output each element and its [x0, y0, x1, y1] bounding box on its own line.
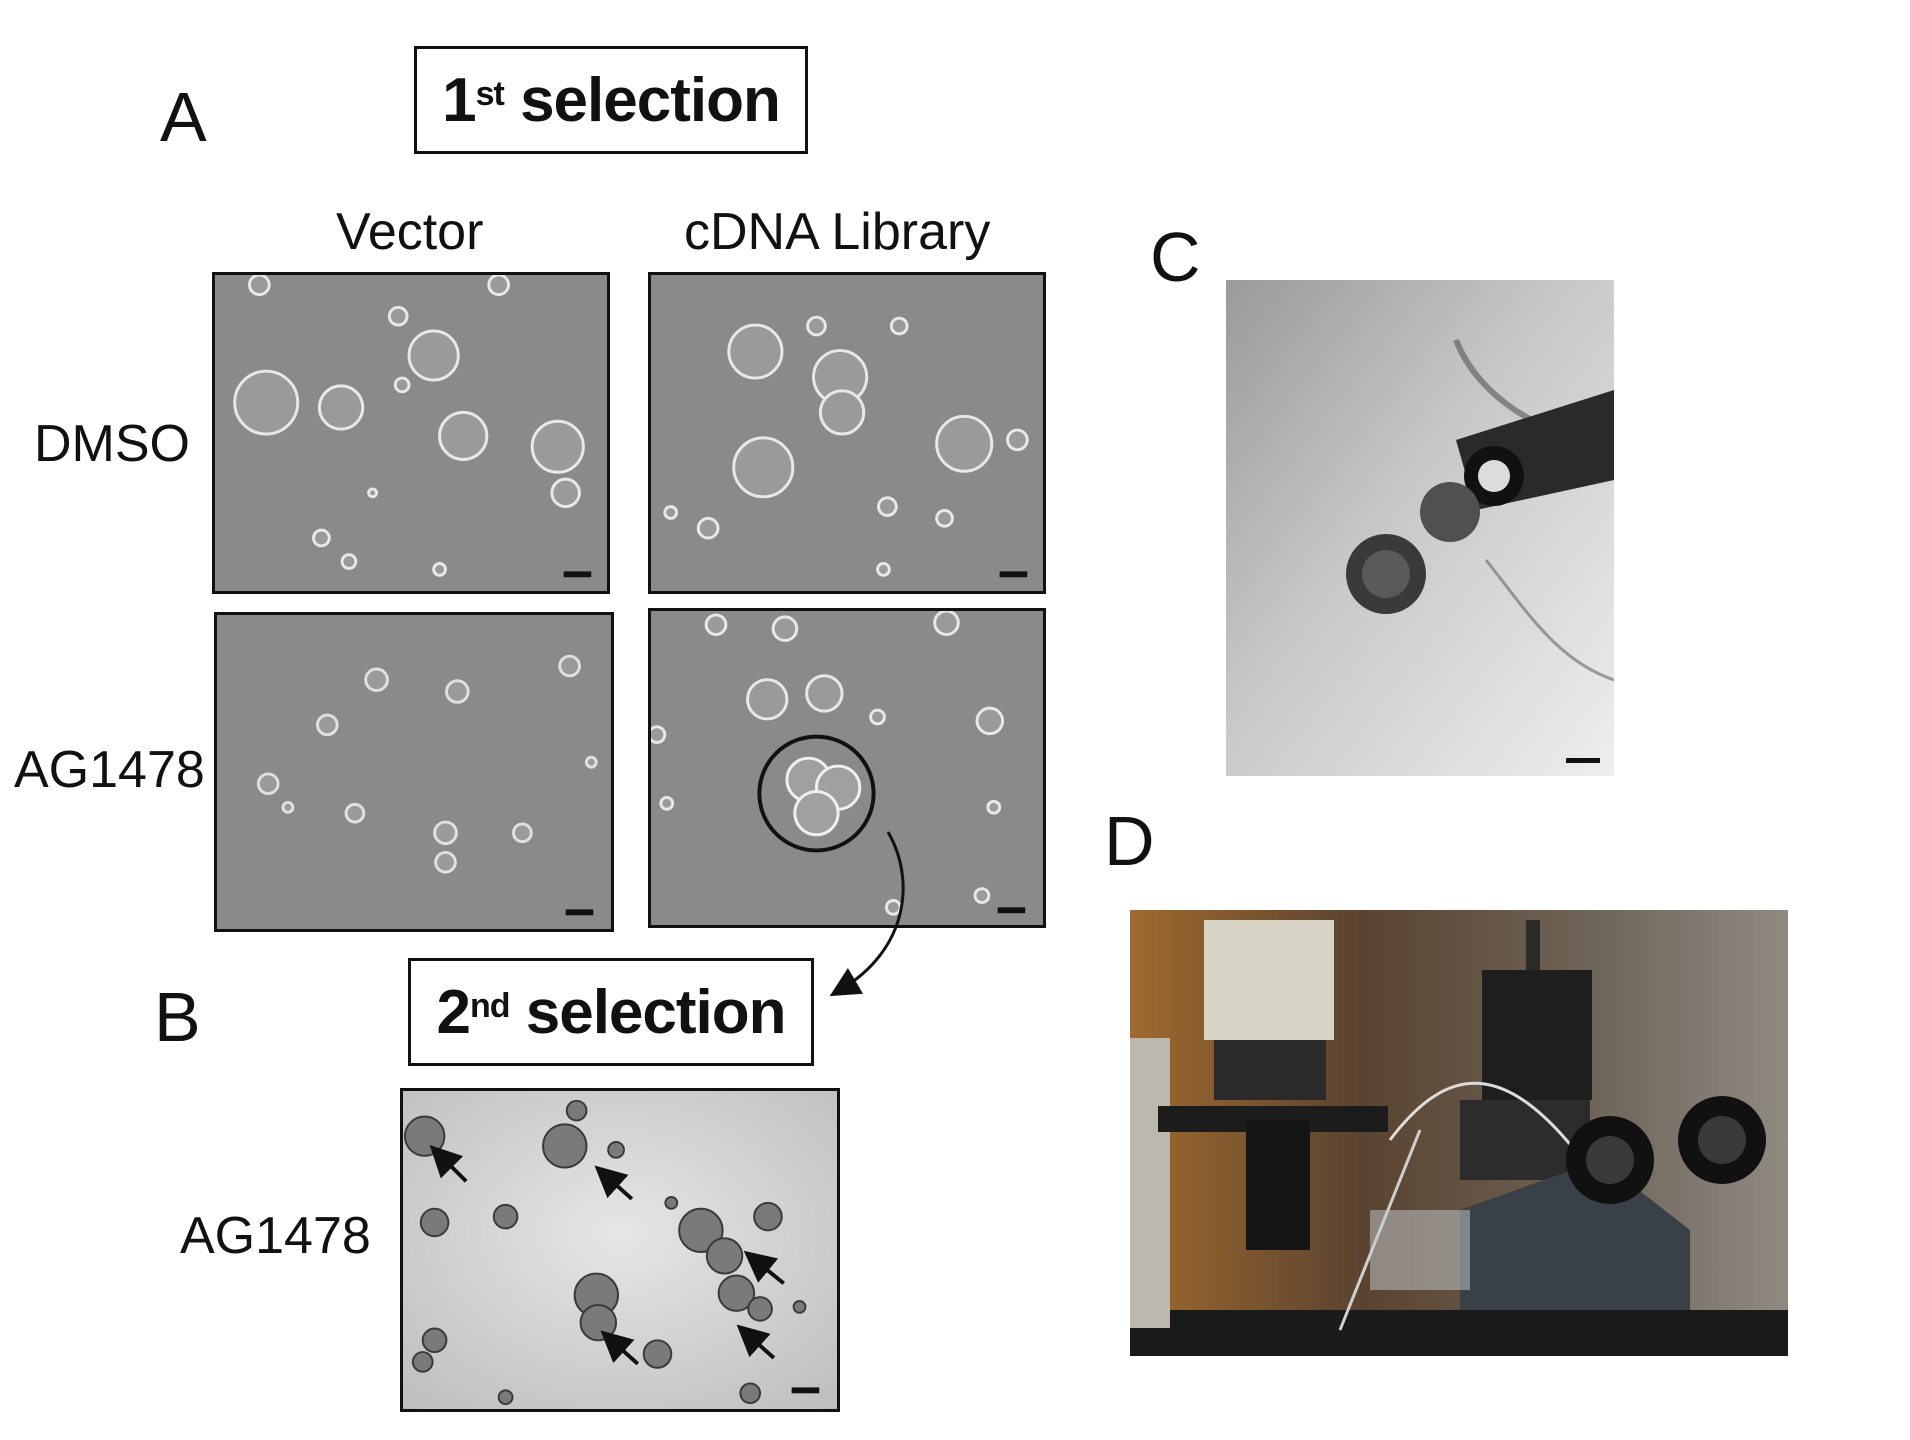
micrograph-cdna-dmso — [648, 272, 1046, 594]
transition-arrow — [829, 831, 905, 997]
micrograph-vector-dmso — [212, 272, 610, 594]
column-label-cdna-library: cDNA Library — [684, 203, 991, 261]
selection-word: selection — [525, 977, 787, 1047]
panel-letter-c: C — [1150, 218, 1201, 296]
micrograph-second-selection — [400, 1088, 840, 1412]
panel-letter-d: D — [1104, 802, 1155, 880]
micrograph-panel-c — [1226, 280, 1614, 776]
row-label-dmso: DMSO — [34, 415, 190, 473]
column-label-vector: Vector — [336, 203, 484, 261]
panel-letter-b: B — [154, 978, 201, 1056]
micrograph-vector-ag1478 — [214, 612, 614, 932]
selection-superscript: nd — [469, 986, 511, 1025]
photo-micromanipulator-rig — [1130, 910, 1788, 1356]
row-label-ag1478: AG1478 — [14, 741, 205, 799]
panel-letter-a: A — [160, 78, 207, 156]
row-label-ag1478-second: AG1478 — [180, 1207, 371, 1265]
selection-number: 2 — [436, 977, 470, 1047]
micrograph-cdna-ag1478 — [648, 608, 1046, 928]
selection-number: 1 — [442, 65, 476, 135]
selection-superscript: st — [475, 74, 505, 113]
selection-word: selection — [520, 65, 781, 135]
